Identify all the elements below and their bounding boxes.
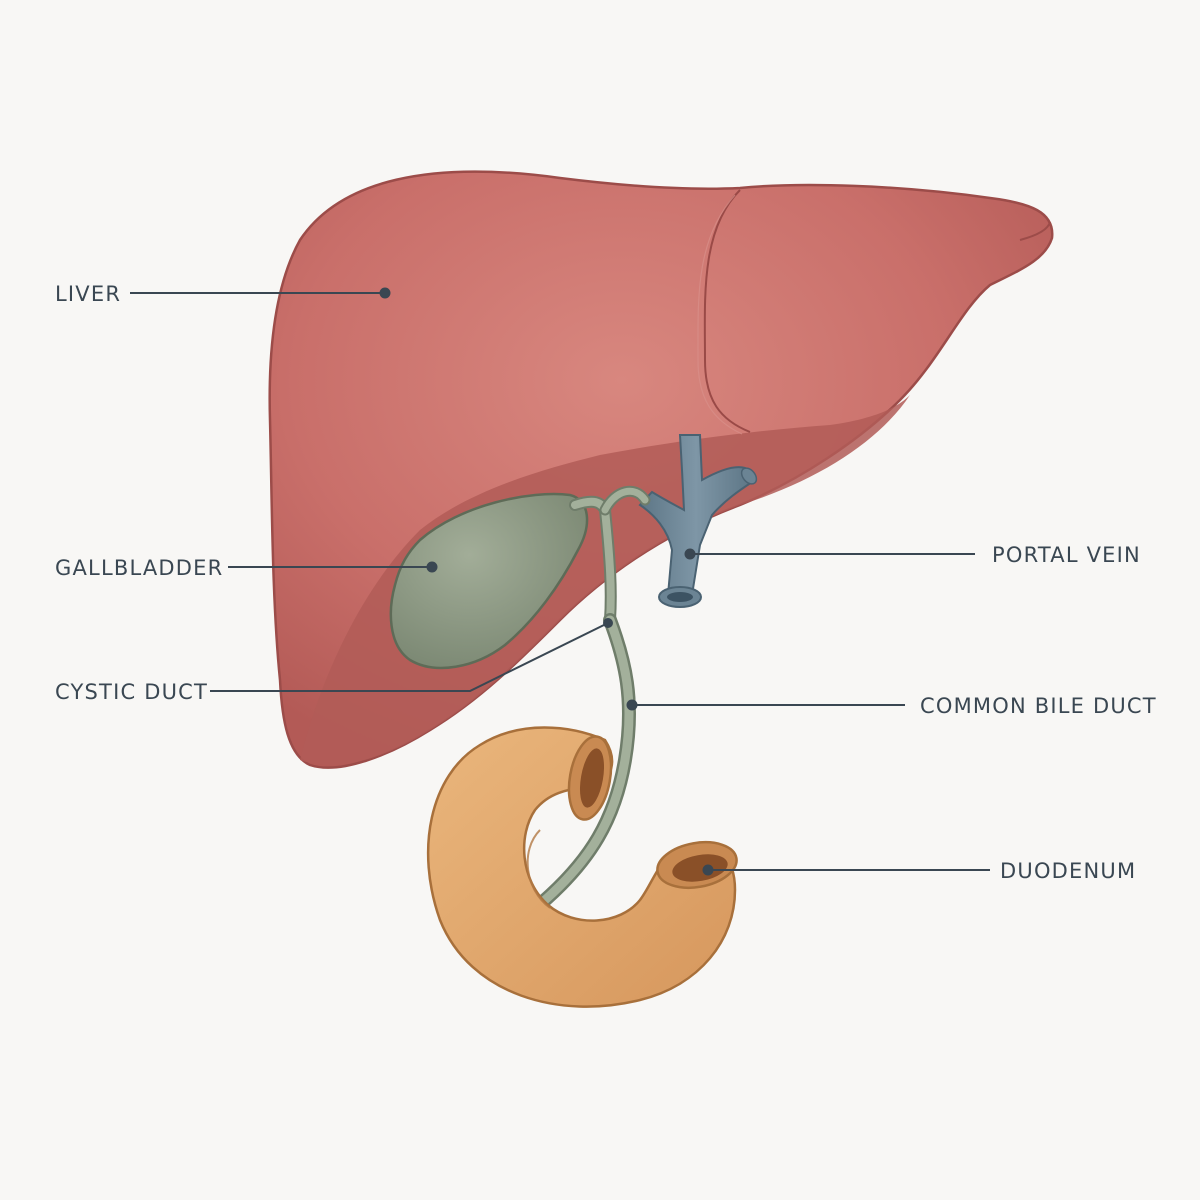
label-common-bile-duct: COMMON BILE DUCT [920, 694, 1157, 718]
liver [268, 170, 1054, 769]
label-gallbladder: GALLBLADDER [55, 556, 223, 580]
label-liver: LIVER [55, 282, 121, 306]
portal-vein [638, 434, 758, 608]
label-cystic-duct: CYSTIC DUCT [55, 680, 208, 704]
duodenum [426, 726, 738, 1008]
leader-lines [130, 287, 990, 876]
cystic-duct-leader [210, 622, 609, 692]
gallbladder-body [389, 492, 589, 670]
label-duodenum: DUODENUM [1000, 859, 1136, 883]
label-portal-vein: PORTAL VEIN [992, 543, 1141, 567]
liver-fissure [703, 189, 751, 433]
gallbladder [389, 492, 589, 670]
bile-ducts [538, 485, 651, 907]
